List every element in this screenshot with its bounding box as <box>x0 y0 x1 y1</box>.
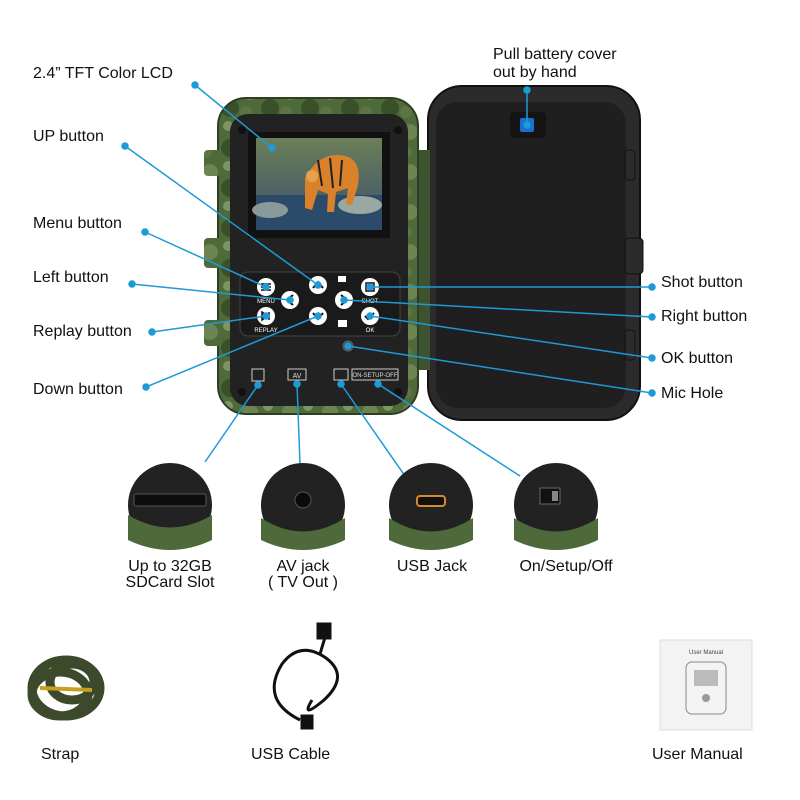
camera-icon <box>338 320 347 327</box>
sd-slot-caption: Up to 32GB SDCard Slot <box>125 558 215 591</box>
usb-mark <box>333 368 349 381</box>
switch-closeup <box>514 463 598 550</box>
ok-mark: OK <box>366 328 375 334</box>
battery-lid <box>427 85 644 421</box>
left-button-label: Left button <box>33 269 109 286</box>
user-manual-image: User Manual <box>659 639 753 731</box>
usb-cable-caption: USB Cable <box>251 746 331 763</box>
av-jack-closeup <box>261 463 345 550</box>
down-button-label: Down button <box>33 381 123 398</box>
switch-caption: On/Setup/Off <box>519 558 613 575</box>
callout-lines <box>121 81 656 477</box>
battery-cover-label: Pull battery cover out by hand <box>493 46 617 81</box>
av-jack-caption: AV jack ( TV Out ) <box>268 558 338 591</box>
lcd-screen <box>248 132 390 238</box>
strap-image <box>27 655 105 721</box>
av-mark: AV <box>293 373 302 380</box>
sd-slot-mark <box>251 368 265 382</box>
user-manual-caption: User Manual <box>652 746 743 763</box>
video-icon <box>338 276 346 282</box>
menu-mark: MENU <box>257 299 275 305</box>
mic-hole-label: Mic Hole <box>661 385 724 402</box>
switch-mark: ON-SETUP-OFF <box>353 373 398 379</box>
strap-caption: Strap <box>41 746 80 763</box>
shot-button-label: Shot button <box>661 274 743 291</box>
sd-slot-closeup <box>128 463 212 550</box>
replay-mark: REPLAY <box>254 328 277 334</box>
usb-jack-caption: USB Jack <box>396 558 468 575</box>
lcd-label: 2.4” TFT Color LCD <box>33 65 173 82</box>
menu-button-label: Menu button <box>33 215 122 232</box>
up-button-label: UP button <box>33 128 104 145</box>
usb-cable-image <box>272 622 339 730</box>
replay-button-label: Replay button <box>33 323 132 340</box>
button-panel: MENU SHOT REPLAY <box>239 271 401 337</box>
ok-button-label: OK button <box>661 350 734 367</box>
usb-jack-closeup <box>389 463 473 550</box>
manual-title: User Manual <box>689 650 723 656</box>
right-button-label: Right button <box>661 308 748 325</box>
